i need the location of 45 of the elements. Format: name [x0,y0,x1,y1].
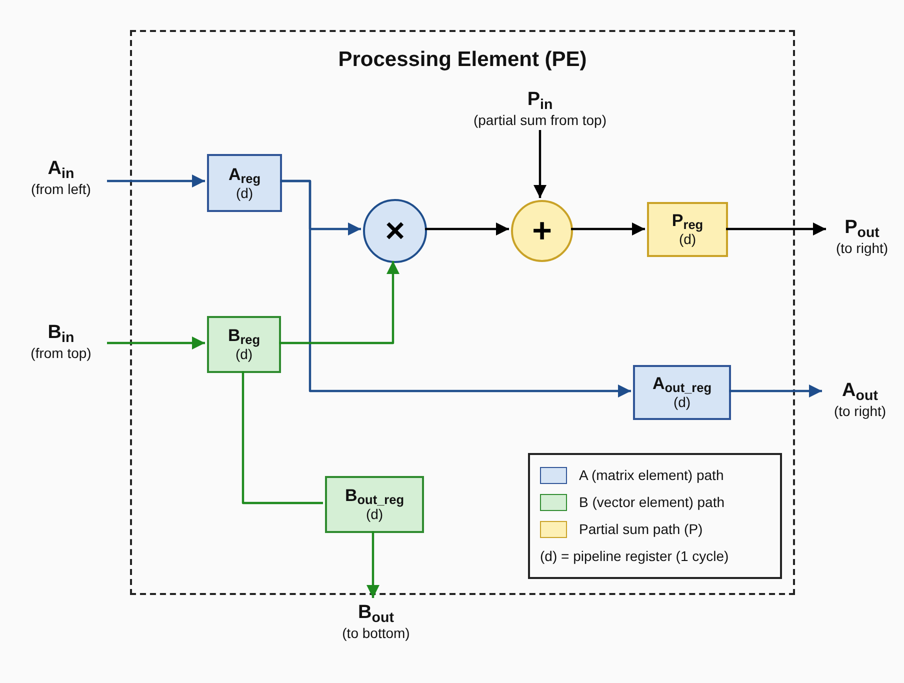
title: Processing Element (PE) [337,47,588,73]
arrow [280,180,631,398]
signal-note: (from left) [31,181,91,199]
register-name: B$_{reg}$ [228,325,260,346]
register-note: (d) [366,506,384,524]
legend-label: B (vector element) path [579,493,725,512]
register-name: A$_{out_reg}$ [652,373,712,394]
signal-name: A$_{in}$ [48,157,74,182]
register-note: (d) [678,231,696,249]
legend-note: (d) = pipeline register (1 cycle) [540,547,730,566]
arrow [366,531,380,598]
register-note: (d) [236,184,254,202]
signal-note: (partial sum from top) [473,112,607,130]
register-box [325,476,424,533]
arrow [726,222,826,236]
arrow [279,261,400,344]
operator-symbol: + [532,214,552,248]
signal-name: B$_{out}$ [358,601,394,626]
signal-name: P$_{in}$ [527,88,553,112]
register-box [207,154,282,212]
signal-note: (to bottom) [342,625,410,643]
register-box [633,365,731,420]
legend-label: Partial sum path (P) [579,520,703,539]
register-box [207,316,281,373]
arrow [571,222,645,236]
signal-note: (to right) [834,403,886,421]
signal-name: A$_{out}$ [842,379,878,404]
arrow [729,384,822,398]
operator-symbol: × [385,214,405,248]
arrow [425,222,509,236]
legend-label: A (matrix element) path [579,466,724,485]
arrow [107,336,205,350]
signal-name: B$_{in}$ [48,321,74,346]
signal-note: (from top) [30,345,92,363]
register-note: (d) [235,346,253,364]
register-name: P$_{reg}$ [672,210,704,232]
register-note: (d) [673,394,691,412]
arrow [107,174,205,188]
register-box [647,202,728,257]
register-name: B$_{out_reg}$ [344,485,404,506]
signal-name: P$_{out}$ [844,216,880,240]
arrow [534,130,546,198]
register-name: A$_{reg}$ [228,164,261,185]
signal-note: (to right) [836,240,888,258]
connector-line [242,371,323,504]
